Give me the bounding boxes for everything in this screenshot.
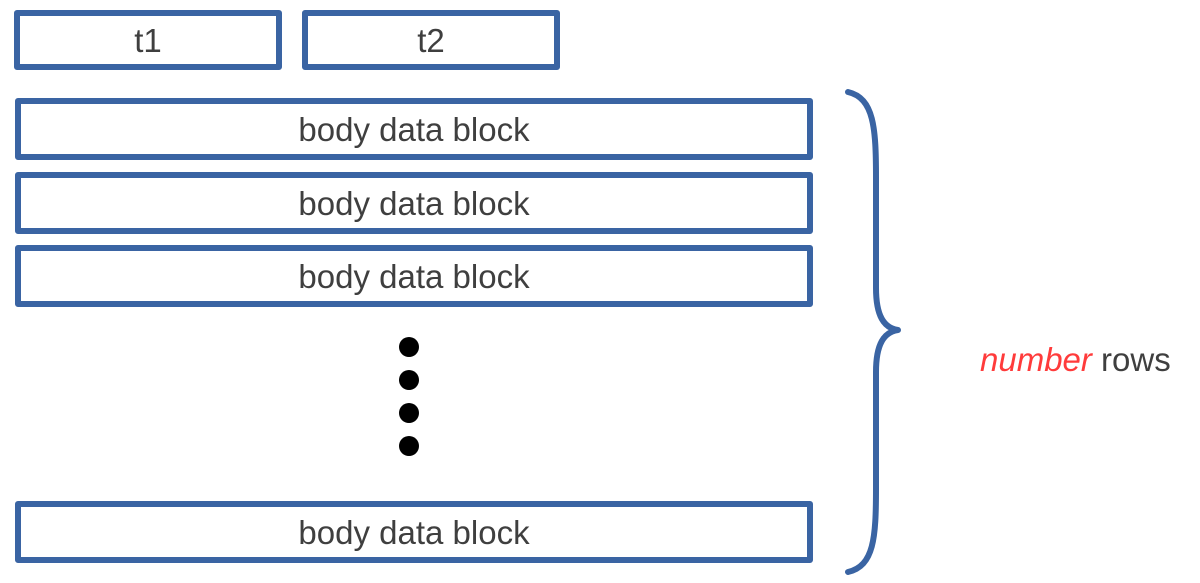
header-cell-t2: t2	[302, 10, 560, 70]
ellipsis-dot	[399, 337, 419, 357]
body-data-block: body data block	[15, 172, 813, 234]
row-count-variable: number	[980, 341, 1092, 378]
body-data-block-label: body data block	[298, 110, 530, 148]
curly-brace-icon	[845, 89, 901, 575]
ellipsis-dot	[399, 403, 419, 423]
body-data-block: body data block	[15, 98, 813, 160]
body-data-block-label: body data block	[298, 513, 530, 551]
ellipsis-dot	[399, 436, 419, 456]
body-data-block: body data block	[15, 245, 813, 307]
ellipsis-dot	[399, 370, 419, 390]
header-cell-t1: t1	[14, 10, 282, 70]
header-cell-label: t2	[417, 21, 445, 59]
body-data-block-label: body data block	[298, 184, 530, 222]
body-data-block-label: body data block	[298, 257, 530, 295]
header-cell-label: t1	[134, 21, 162, 59]
body-data-block: body data block	[15, 501, 813, 563]
row-count-suffix: rows	[1091, 341, 1171, 378]
row-count-annotation: number rows	[980, 343, 1171, 376]
